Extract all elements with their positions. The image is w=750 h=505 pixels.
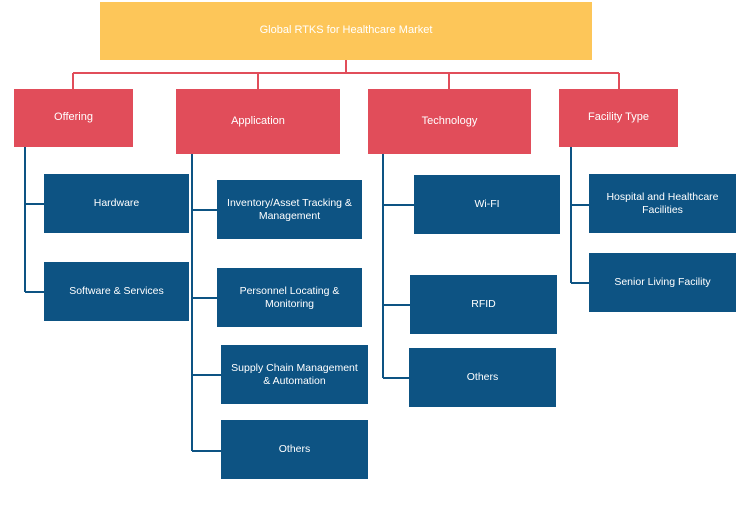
- category-application-label: Application: [231, 114, 285, 127]
- category-facility-type-label: Facility Type: [588, 111, 649, 124]
- leaf-label: Supply Chain Management & Automation: [231, 361, 358, 387]
- leaf-label: Senior Living Facility: [614, 276, 711, 289]
- leaf-facility-type-hospital: Hospital and Healthcare Facilities: [589, 174, 736, 233]
- category-technology-label: Technology: [421, 114, 478, 127]
- leaf-label: Personnel Locating & Monitoring: [239, 284, 340, 310]
- leaf-application-personnel-locating: Personnel Locating & Monitoring: [217, 268, 362, 327]
- category-offering-label: Offering: [54, 111, 93, 124]
- leaf-application-inventory-tracking: Inventory/Asset Tracking & Management: [217, 180, 362, 239]
- leaf-technology-rfid: RFID: [410, 275, 557, 334]
- leaf-technology-wifi: Wi-FI: [414, 175, 560, 234]
- leaf-label: Hospital and Healthcare Facilities: [606, 190, 719, 216]
- leaf-offering-hardware: Hardware: [44, 174, 189, 233]
- leaf-label: RFID: [471, 298, 496, 311]
- leaf-label: Software & Services: [69, 285, 164, 298]
- leaf-label: Others: [278, 443, 311, 456]
- category-technology: Technology: [368, 89, 531, 154]
- leaf-label: Inventory/Asset Tracking & Management: [227, 196, 352, 222]
- category-facility-type: Facility Type: [559, 89, 678, 147]
- leaf-facility-type-senior-living: Senior Living Facility: [589, 253, 736, 312]
- leaf-label: Hardware: [93, 197, 140, 210]
- root-node: Global RTKS for Healthcare Market: [100, 2, 592, 60]
- leaf-offering-software-services: Software & Services: [44, 262, 189, 321]
- leaf-technology-others: Others: [409, 348, 556, 407]
- root-label: Global RTKS for Healthcare Market: [259, 24, 433, 37]
- leaf-label: Others: [466, 371, 499, 384]
- leaf-application-supply-chain: Supply Chain Management & Automation: [221, 345, 368, 404]
- category-application: Application: [176, 89, 340, 154]
- category-offering: Offering: [14, 89, 133, 147]
- leaf-application-others: Others: [221, 420, 368, 479]
- leaf-label: Wi-FI: [474, 198, 500, 211]
